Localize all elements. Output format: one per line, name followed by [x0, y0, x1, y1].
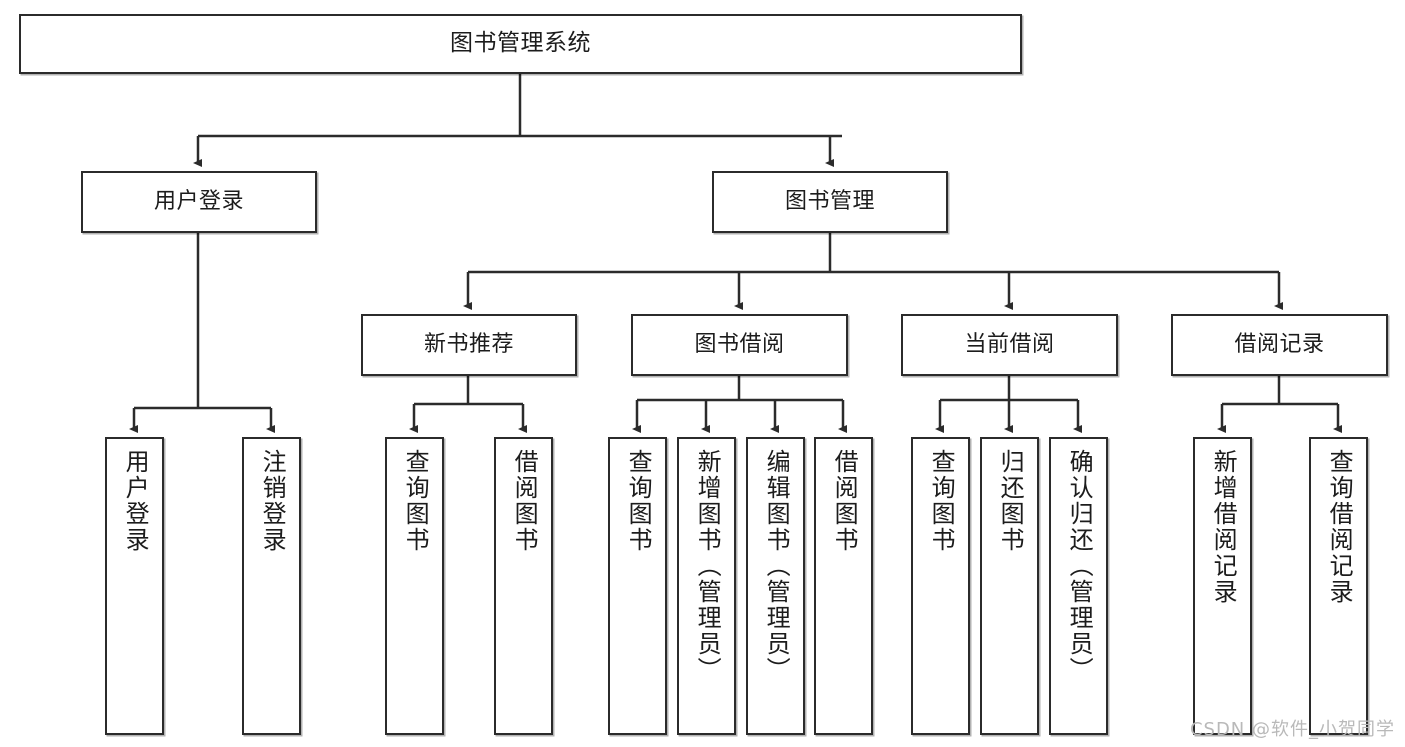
- node-label: 编辑图书（管理员）: [762, 449, 791, 683]
- leaf-query-books-recommendation[interactable]: 查询图书: [385, 437, 444, 735]
- leaf-confirm-return-admin[interactable]: 确认归还（管理员）: [1049, 437, 1108, 735]
- node-label: 确认归还（管理员）: [1065, 449, 1094, 683]
- node-label: 查询借阅记录: [1325, 449, 1354, 605]
- node-current-borrowing[interactable]: 当前借阅: [901, 314, 1118, 376]
- leaf-return-books[interactable]: 归还图书: [980, 437, 1039, 735]
- node-label: 借阅记录: [1234, 332, 1325, 358]
- node-label: 图书管理系统: [450, 30, 591, 57]
- node-user-login[interactable]: 用户登录: [81, 171, 317, 233]
- node-label: 新增借阅记录: [1209, 449, 1238, 605]
- leaf-query-books-borrowing[interactable]: 查询图书: [608, 437, 667, 735]
- leaf-edit-book-admin[interactable]: 编辑图书（管理员）: [746, 437, 805, 735]
- leaf-user-login[interactable]: 用户登录: [105, 437, 164, 735]
- node-label: 查询图书: [401, 449, 430, 553]
- watermark: CSDN @软件_小贺同学: [1189, 719, 1395, 740]
- node-label: 查询图书: [624, 449, 653, 553]
- leaf-query-books-current[interactable]: 查询图书: [911, 437, 970, 735]
- leaf-borrow-books-recommendation[interactable]: 借阅图书: [494, 437, 553, 735]
- node-label: 查询图书: [927, 449, 956, 553]
- node-book-borrowing[interactable]: 图书借阅: [631, 314, 848, 376]
- leaf-borrow-books[interactable]: 借阅图书: [814, 437, 873, 735]
- node-label: 用户登录: [153, 189, 244, 215]
- leaf-logout[interactable]: 注销登录: [242, 437, 301, 735]
- node-root-book-management-system[interactable]: 图书管理系统: [19, 14, 1022, 74]
- node-label: 用户登录: [121, 449, 150, 553]
- node-book-management[interactable]: 图书管理: [712, 171, 948, 233]
- node-label: 借阅图书: [510, 449, 539, 553]
- leaf-query-borrowing-record[interactable]: 查询借阅记录: [1309, 437, 1368, 735]
- node-label: 图书借阅: [694, 332, 785, 358]
- node-label: 新增图书（管理员）: [693, 449, 722, 683]
- node-label: 图书管理: [784, 189, 875, 215]
- node-borrowing-records[interactable]: 借阅记录: [1171, 314, 1388, 376]
- node-label: 新书推荐: [423, 332, 514, 358]
- leaf-add-book-admin[interactable]: 新增图书（管理员）: [677, 437, 736, 735]
- node-label: 注销登录: [258, 449, 287, 553]
- node-new-book-recommendation[interactable]: 新书推荐: [361, 314, 577, 376]
- leaf-add-borrowing-record[interactable]: 新增借阅记录: [1193, 437, 1252, 735]
- node-label: 归还图书: [996, 449, 1025, 553]
- node-label: 借阅图书: [830, 449, 859, 553]
- node-label: 当前借阅: [964, 332, 1055, 358]
